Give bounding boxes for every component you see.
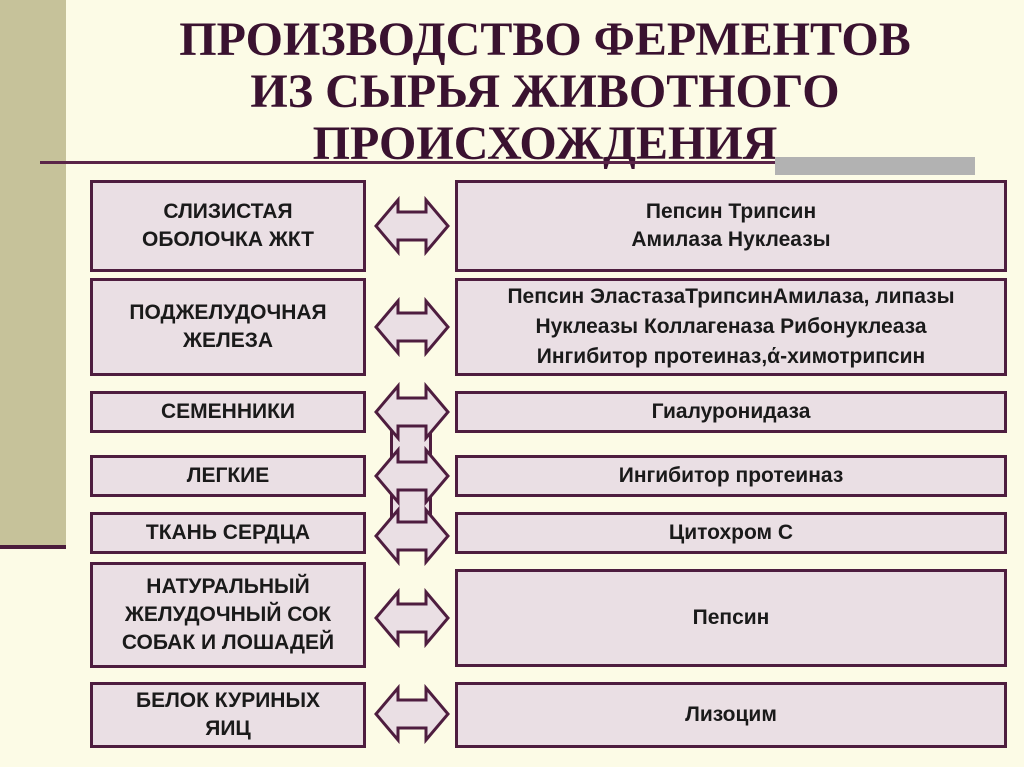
page-title: ПРОИЗВОДСТВО ФЕРМЕНТОВ ИЗ СЫРЬЯ ЖИВОТНОГ…	[90, 14, 1000, 170]
side-accent-bar	[0, 0, 66, 546]
title-line-1: ПРОИЗВОДСТВО ФЕРМЕНТОВ	[179, 13, 911, 66]
enzyme-box-testes: Гиалуронидаза	[455, 391, 1007, 433]
enzyme-label: Цитохром С	[668, 521, 794, 544]
double-arrow-icon	[374, 196, 450, 256]
enzyme-label: Пепсин	[692, 606, 770, 629]
enzyme-box-gastric-juice: Пепсин	[455, 569, 1007, 667]
source-box-testes: СЕМЕННИКИ	[90, 391, 366, 433]
enzyme-label: Гиалуронидаза	[651, 400, 811, 423]
enzyme-box-lungs: Ингибитор протеиназ	[455, 455, 1007, 497]
title-underline-shadow	[775, 157, 975, 175]
enzyme-label: Ингибитор протеиназ	[618, 464, 844, 487]
enzyme-box-heart-tissue: Цитохром С	[455, 512, 1007, 554]
source-label: ЛЕГКИЕ	[186, 464, 270, 487]
double-arrow-icon	[374, 382, 450, 442]
title-underline	[40, 161, 805, 164]
source-label: ТКАНЬ СЕРДЦА	[145, 521, 311, 544]
source-label: СЛИЗИСТАЯ ОБОЛОЧКА ЖКТ	[141, 200, 315, 251]
double-arrow-icon	[374, 446, 450, 506]
enzyme-label: Пепсин Трипсин Амилаза Нуклеазы	[631, 200, 831, 251]
side-accent-line	[0, 545, 66, 549]
source-label: СЕМЕННИКИ	[160, 400, 295, 423]
source-box-gi-mucosa: СЛИЗИСТАЯ ОБОЛОЧКА ЖКТ	[90, 180, 366, 272]
source-box-heart-tissue: ТКАНЬ СЕРДЦА	[90, 512, 366, 554]
source-label: НАТУРАЛЬНЫЙ ЖЕЛУДОЧНЫЙ СОК СОБАК И ЛОШАД…	[121, 575, 335, 654]
source-box-lungs: ЛЕГКИЕ	[90, 455, 366, 497]
enzyme-box-egg-white: Лизоцим	[455, 682, 1007, 748]
source-label: БЕЛОК КУРИНЫХ ЯИЦ	[135, 689, 321, 740]
double-arrow-icon	[374, 588, 450, 648]
source-label: ПОДЖЕЛУДОЧНАЯ ЖЕЛЕЗА	[129, 301, 327, 352]
title-line-3: ПРОИСХОЖДЕНИЯ	[312, 117, 778, 170]
source-box-pancreas: ПОДЖЕЛУДОЧНАЯ ЖЕЛЕЗА	[90, 278, 366, 376]
title-line-2: ИЗ СЫРЬЯ ЖИВОТНОГО	[250, 65, 840, 118]
source-box-gastric-juice: НАТУРАЛЬНЫЙ ЖЕЛУДОЧНЫЙ СОК СОБАК И ЛОШАД…	[90, 562, 366, 668]
double-arrow-icon	[374, 506, 450, 566]
enzyme-box-pancreas: Пепсин ЭластазаТрипсинАмилаза, липазы Ну…	[455, 278, 1007, 376]
enzyme-box-gi-mucosa: Пепсин Трипсин Амилаза Нуклеазы	[455, 180, 1007, 272]
source-box-egg-white: БЕЛОК КУРИНЫХ ЯИЦ	[90, 682, 366, 748]
enzyme-label: Пепсин ЭластазаТрипсинАмилаза, липазы Ну…	[507, 285, 955, 368]
enzyme-label: Лизоцим	[685, 703, 777, 726]
double-arrow-icon	[374, 684, 450, 744]
double-arrow-icon	[374, 297, 450, 357]
